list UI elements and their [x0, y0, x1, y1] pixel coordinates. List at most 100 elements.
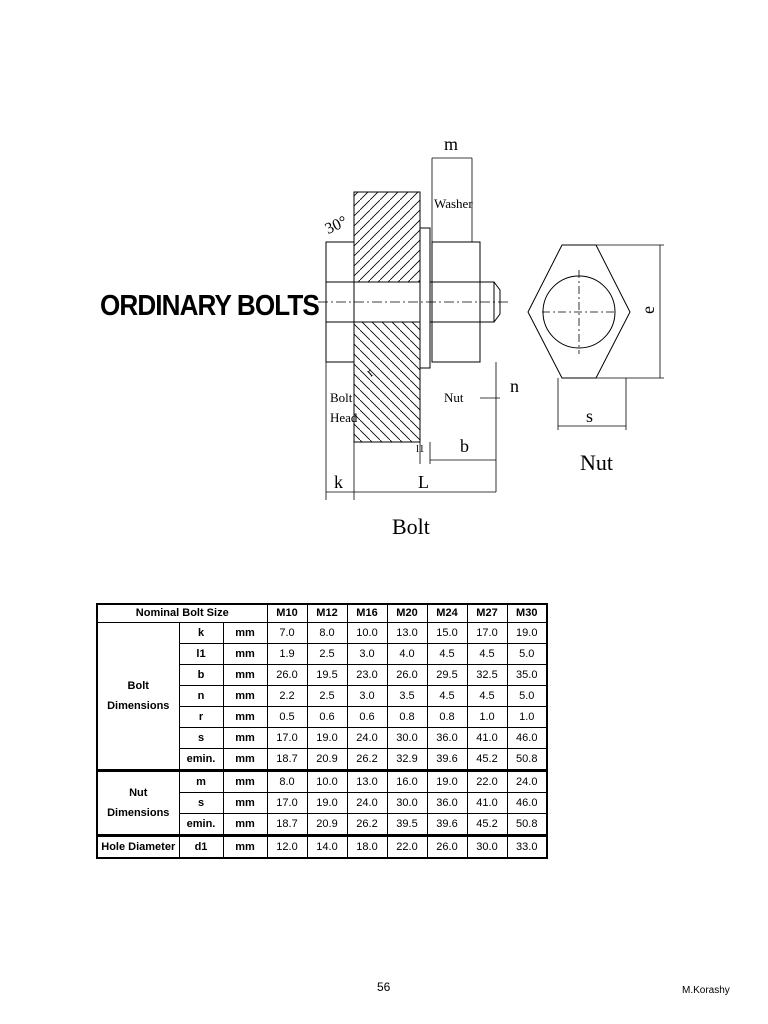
value-cell: 18.7	[266, 748, 308, 771]
value-cell: 26.0	[426, 834, 468, 859]
value-cell: 0.6	[346, 706, 388, 728]
value-cell: 36.0	[426, 792, 468, 814]
value-cell: 17.0	[266, 727, 308, 749]
header-size: M30	[506, 603, 548, 623]
value-cell: 32.9	[386, 748, 428, 771]
value-cell: 15.0	[426, 622, 468, 644]
value-cell: 39.5	[386, 813, 428, 836]
unit-cell: mm	[222, 643, 268, 665]
unit-cell: mm	[222, 792, 268, 814]
value-cell: 0.6	[306, 706, 348, 728]
value-cell: 4.0	[386, 643, 428, 665]
unit-cell: mm	[222, 664, 268, 686]
group-label: Hole Diameter	[96, 834, 180, 859]
value-cell: 22.0	[466, 769, 508, 793]
value-cell: 8.0	[266, 769, 308, 793]
label-bolt-caption: Bolt	[392, 514, 430, 539]
value-cell: 30.0	[466, 834, 508, 859]
unit-cell: mm	[222, 727, 268, 749]
value-cell: 2.2	[266, 685, 308, 707]
group-label: Nut Dimensions	[96, 769, 180, 836]
value-cell: 17.0	[466, 622, 508, 644]
value-cell: 0.5	[266, 706, 308, 728]
unit-cell: mm	[222, 769, 268, 793]
value-cell: 26.2	[346, 748, 388, 771]
value-cell: 1.0	[506, 706, 548, 728]
label-l1: l1	[416, 443, 425, 455]
header-size: M24	[426, 603, 468, 623]
value-cell: 22.0	[386, 834, 428, 859]
page-number: 56	[377, 980, 391, 994]
value-cell: 0.8	[386, 706, 428, 728]
symbol-cell: s	[178, 792, 224, 814]
value-cell: 10.0	[346, 622, 388, 644]
unit-cell: mm	[222, 706, 268, 728]
label-angle: 30°	[323, 213, 350, 238]
value-cell: 7.0	[266, 622, 308, 644]
value-cell: 46.0	[506, 792, 548, 814]
value-cell: 10.0	[306, 769, 348, 793]
value-cell: 50.8	[506, 813, 548, 836]
value-cell: 41.0	[466, 727, 508, 749]
label-bolt-head-2: Head	[330, 410, 358, 425]
symbol-cell: l1	[178, 643, 224, 665]
label-b: b	[460, 436, 469, 456]
value-cell: 26.2	[346, 813, 388, 836]
value-cell: 29.5	[426, 664, 468, 686]
group-label-text: Nut Dimensions	[107, 787, 170, 819]
symbol-cell: s	[178, 727, 224, 749]
value-cell: 4.5	[426, 685, 468, 707]
value-cell: 1.9	[266, 643, 308, 665]
value-cell: 4.5	[466, 643, 508, 665]
page-title: ORDINARY BOLTS	[100, 290, 320, 322]
label-m: m	[444, 134, 458, 154]
value-cell: 45.2	[466, 813, 508, 836]
group-label: Bolt Dimensions	[96, 622, 180, 771]
value-cell: 3.0	[346, 643, 388, 665]
value-cell: 1.0	[466, 706, 508, 728]
group-label-text: Bolt Dimensions	[107, 680, 170, 712]
symbol-cell: emin.	[178, 748, 224, 771]
value-cell: 13.0	[346, 769, 388, 793]
symbol-cell: m	[178, 769, 224, 793]
symbol-cell: k	[178, 622, 224, 644]
label-s: s	[586, 406, 593, 426]
value-cell: 20.9	[306, 813, 348, 836]
group-label-text: Hole Diameter	[101, 841, 176, 853]
value-cell: 4.5	[466, 685, 508, 707]
value-cell: 12.0	[266, 834, 308, 859]
value-cell: 41.0	[466, 792, 508, 814]
value-cell: 19.0	[306, 727, 348, 749]
value-cell: 3.0	[346, 685, 388, 707]
unit-cell: mm	[222, 748, 268, 771]
value-cell: 18.0	[346, 834, 388, 859]
value-cell: 5.0	[506, 643, 548, 665]
label-n: n	[510, 376, 519, 396]
value-cell: 45.2	[466, 748, 508, 771]
unit-cell: mm	[222, 622, 268, 644]
value-cell: 30.0	[386, 792, 428, 814]
value-cell: 19.5	[306, 664, 348, 686]
value-cell: 23.0	[346, 664, 388, 686]
unit-cell: mm	[222, 834, 268, 859]
value-cell: 24.0	[506, 769, 548, 793]
value-cell: 19.0	[426, 769, 468, 793]
value-cell: 20.9	[306, 748, 348, 771]
label-k: k	[334, 472, 343, 492]
value-cell: 50.8	[506, 748, 548, 771]
value-cell: 2.5	[306, 643, 348, 665]
value-cell: 19.0	[306, 792, 348, 814]
symbol-cell: b	[178, 664, 224, 686]
value-cell: 18.7	[266, 813, 308, 836]
symbol-cell: n	[178, 685, 224, 707]
label-L: L	[418, 472, 429, 492]
